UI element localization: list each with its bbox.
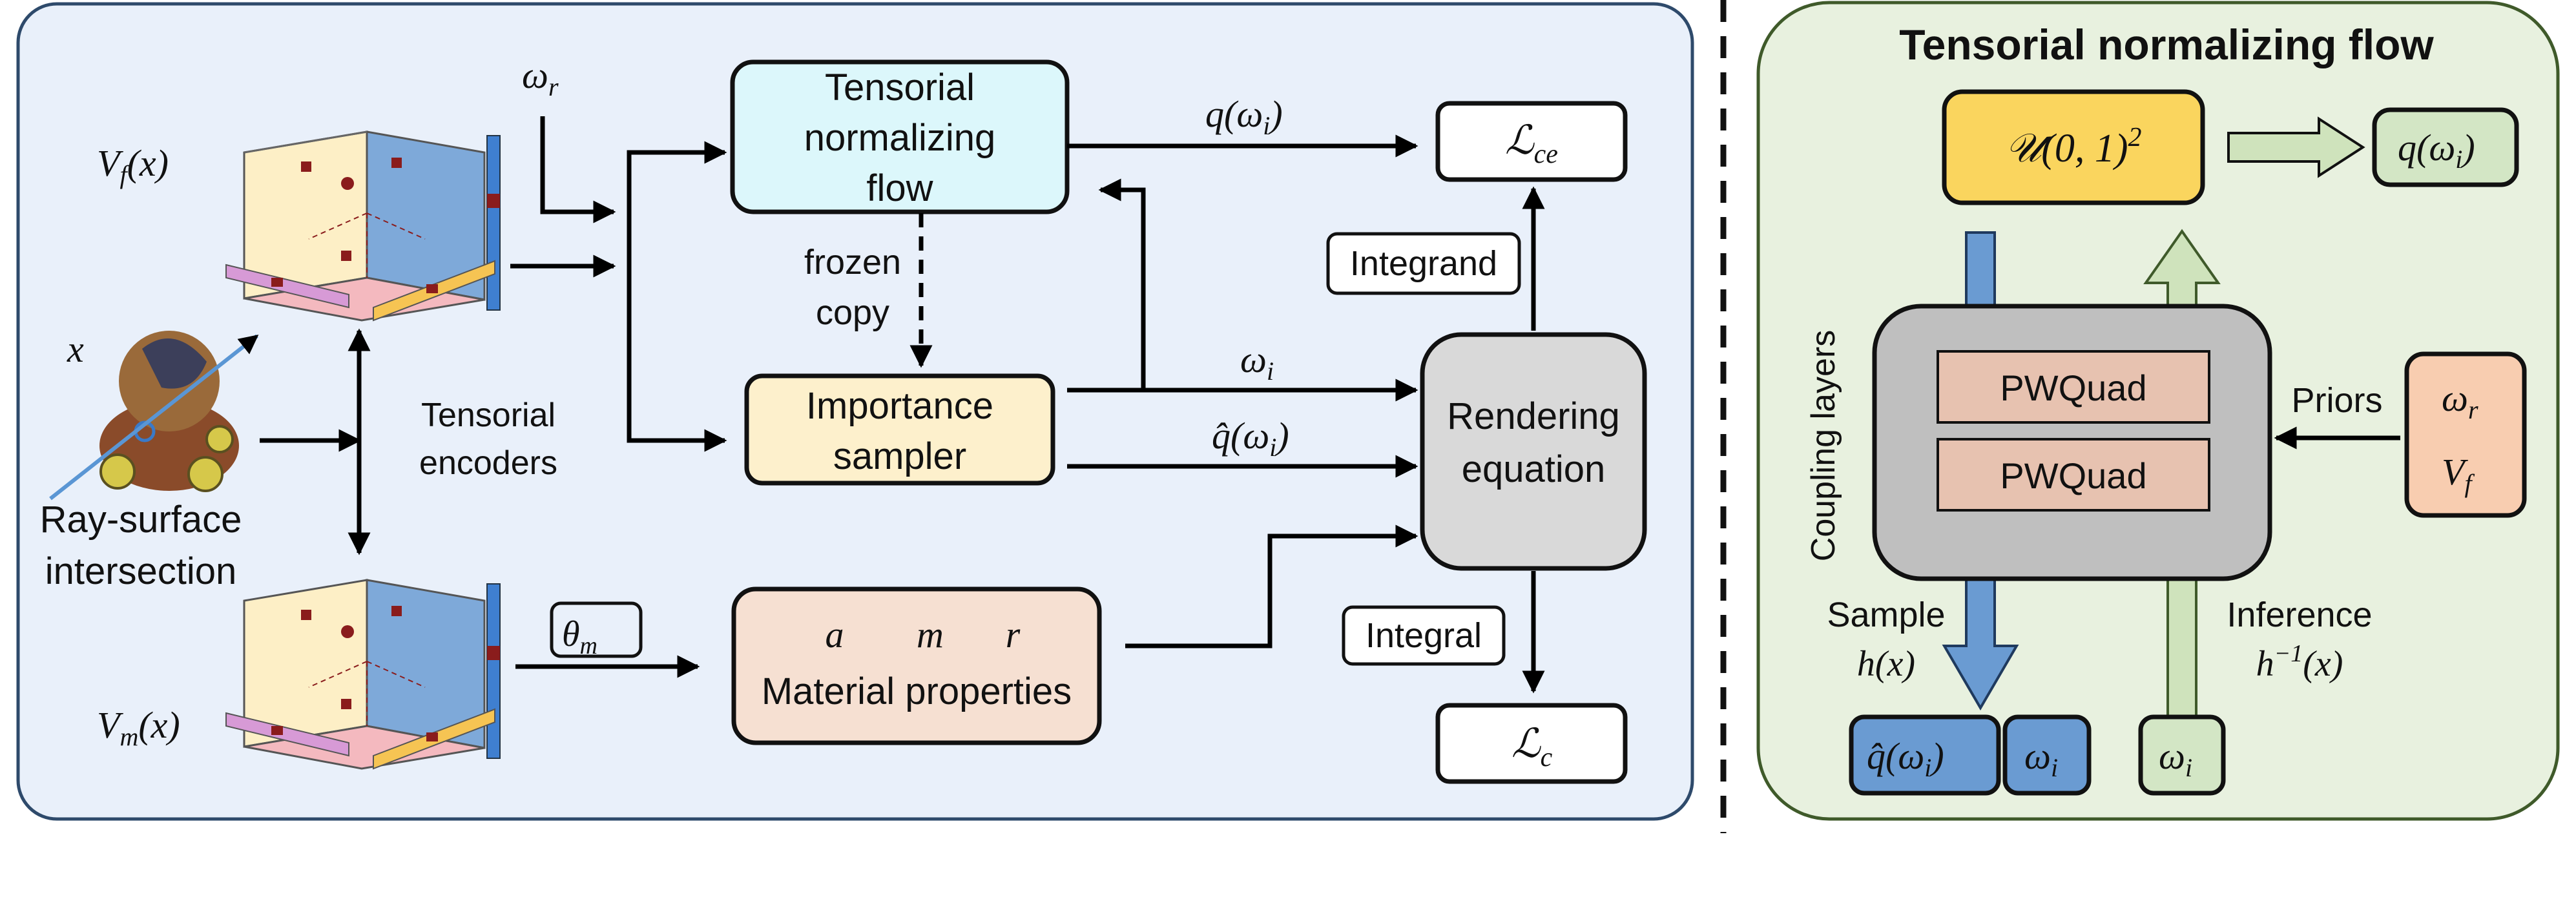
- omega-i-in-box: [2138, 714, 2226, 796]
- tensor-volume-vm: [225, 579, 501, 770]
- q-output-label: q(ωi): [2398, 127, 2475, 174]
- priors-label: Priors: [2291, 381, 2382, 420]
- inference-label-line1: Inference: [2227, 596, 2372, 634]
- material-symbol-m: m: [917, 614, 944, 656]
- q-output-box: [2372, 107, 2519, 187]
- sampler-label-line2: sampler: [833, 435, 966, 477]
- ray-label-line2: intersection: [45, 550, 237, 592]
- omega-i-in-label: ωi: [2159, 735, 2192, 782]
- frozen-label-line1: frozen: [804, 243, 901, 282]
- sampler-label-line1: Importance: [806, 385, 993, 427]
- pwquad-box-2: [1937, 438, 2210, 512]
- loss-ce-box: [1435, 101, 1628, 182]
- vf-label: Vf(x): [97, 142, 169, 189]
- encoders-label-line2: encoders: [419, 444, 557, 482]
- qhat-out-box: [1849, 714, 2001, 796]
- camera-ray: [49, 334, 259, 501]
- material-box: [731, 586, 1102, 745]
- pwquad-label-1: PWQuad: [2000, 368, 2146, 408]
- coupling-layers-label: Coupling layers: [1805, 330, 1842, 561]
- loss-c-label: ℒc: [1511, 722, 1553, 772]
- arrow-split: [627, 150, 721, 443]
- x-label: x: [67, 328, 84, 370]
- loss-ce-label: ℒce: [1505, 119, 1558, 169]
- rendering-equation-box: [1420, 332, 1647, 571]
- material-symbol-r: r: [1006, 614, 1021, 656]
- output-arrow: [2227, 116, 2365, 178]
- render-label-line1: Rendering: [1447, 395, 1620, 437]
- uniform-box: [1942, 89, 2205, 205]
- q-omega-label: q(ωi): [1205, 93, 1283, 140]
- pwquad-label-2: PWQuad: [2000, 455, 2146, 496]
- tnf-box: [730, 59, 1070, 214]
- integrand-box: [1326, 232, 1521, 295]
- qhat-omega-label: q̂(ωi): [1212, 415, 1289, 462]
- omega-i-label: ωi: [1240, 338, 1274, 386]
- encoders-label-line1: Tensorial: [421, 397, 556, 434]
- prior-omega-r: ωr: [2442, 377, 2478, 424]
- tnf-box-line3: flow: [866, 167, 933, 209]
- uniform-label: 𝒰(0, 1)2: [2005, 123, 2141, 171]
- arrow-material-to-render: [1125, 524, 1418, 648]
- importance-sampler-box: [744, 373, 1055, 486]
- integral-box: [1342, 605, 1506, 666]
- render-label-line2: equation: [1462, 448, 1606, 490]
- omega-i-out-label: ωi: [2024, 735, 2058, 782]
- qhat-out-label: q̂(ωi): [1867, 735, 1944, 782]
- integral-label: Integral: [1366, 616, 1482, 655]
- pwquad-box-1: [1937, 350, 2210, 424]
- theta-m-box: [550, 601, 643, 658]
- right-panel-title: Tensorial normalizing flow: [1899, 21, 2434, 68]
- omega-r-label: ωr: [522, 54, 559, 101]
- frozen-label-line2: copy: [816, 293, 889, 332]
- arrow-feedback: [1098, 178, 1146, 390]
- ray-label-line1: Ray-surface: [40, 499, 242, 541]
- omega-i-out-box: [2002, 714, 2092, 796]
- tnf-box-line2: normalizing: [804, 117, 996, 159]
- loss-c-box: [1435, 703, 1628, 784]
- inference-label-line2: h−1(x): [2256, 640, 2343, 684]
- material-label: Material properties: [762, 670, 1072, 712]
- integrand-label: Integrand: [1350, 244, 1497, 283]
- sample-label-line2: h(x): [1857, 644, 1915, 684]
- tnf-box-line1: Tensorial: [825, 67, 975, 109]
- arrow-omega-r: [540, 116, 616, 223]
- material-symbol-a: a: [826, 614, 844, 656]
- sample-label-line1: Sample: [1827, 596, 1945, 634]
- priors-box: [2404, 351, 2527, 518]
- tensor-volume-vf: [225, 130, 501, 322]
- prior-vf: Vf: [2442, 451, 2475, 498]
- toy-object-image: [49, 331, 259, 501]
- vm-label: Vm(x): [97, 704, 180, 751]
